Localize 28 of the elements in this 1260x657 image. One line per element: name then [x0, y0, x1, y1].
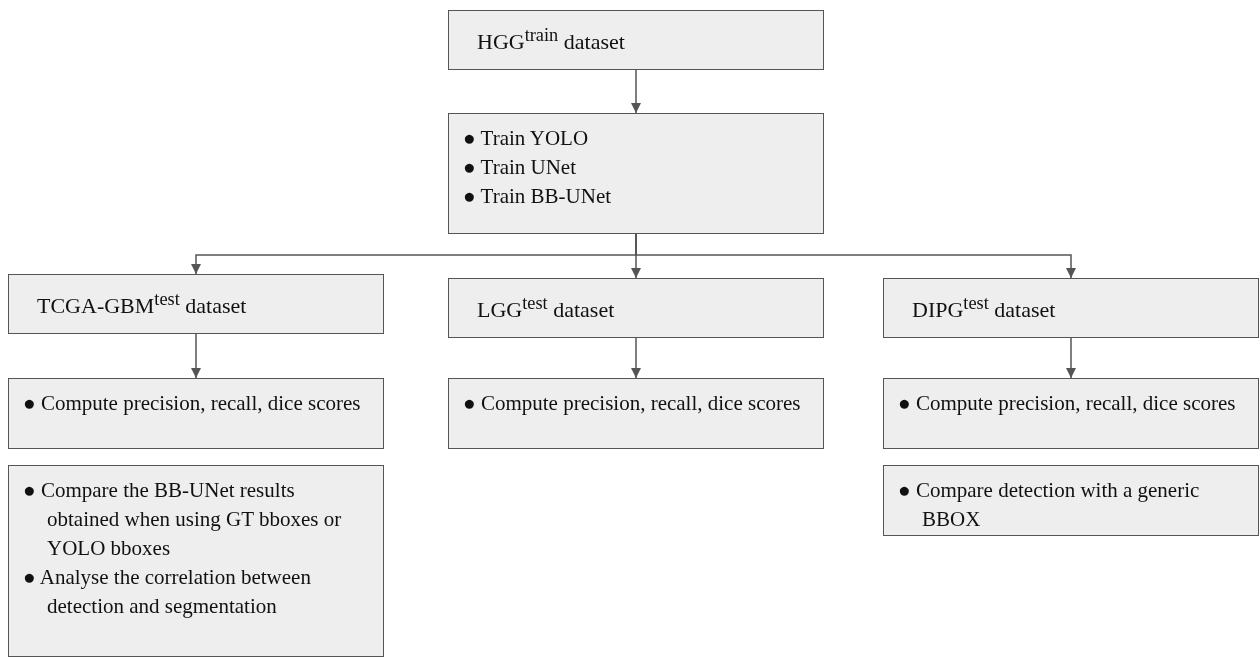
arrow: [630, 69, 642, 114]
process-box: [8, 274, 384, 334]
bullet-text: ● Analyse the correlation between detection and segmentation: [23, 564, 312, 620]
arrow: [190, 333, 202, 379]
bullet-text: ● Train UNet: [463, 154, 578, 181]
process-box: [883, 378, 1259, 449]
arrow: [1065, 337, 1077, 379]
process-box: [448, 378, 824, 449]
process-box: [448, 113, 824, 234]
bullet-text: ● Compare the BB-UNet results obtained when using GT bboxes or YOLO bboxes: [23, 477, 343, 562]
arrow: [635, 233, 1077, 279]
box-title: DIPG$^{test}$ dataset: [912, 291, 1057, 324]
bullet-text: ● Compute precision, recall, dice scores: [463, 390, 802, 417]
process-box: [448, 10, 824, 70]
arrow: [630, 337, 642, 379]
process-box: [883, 465, 1259, 536]
process-box: [8, 378, 384, 449]
process-box: [8, 465, 384, 657]
process-box: [883, 278, 1259, 338]
process-box: [448, 278, 824, 338]
box-title: LGG$^{test}$ dataset: [477, 291, 616, 324]
box-title: HGG$^{train}$ dataset: [477, 23, 626, 56]
box-title: TCGA-GBM$^{test}$ dataset: [37, 287, 248, 320]
bullet-text: ● Compute precision, recall, dice scores: [23, 390, 362, 417]
bullet-text: ● Compute precision, recall, dice scores: [898, 390, 1237, 417]
bullet-text: ● Train YOLO: [463, 125, 590, 152]
bullet-text: ● Compare detection with a generic BBOX: [898, 477, 1201, 533]
bullet-text: ● Train BB-UNet: [463, 183, 613, 210]
